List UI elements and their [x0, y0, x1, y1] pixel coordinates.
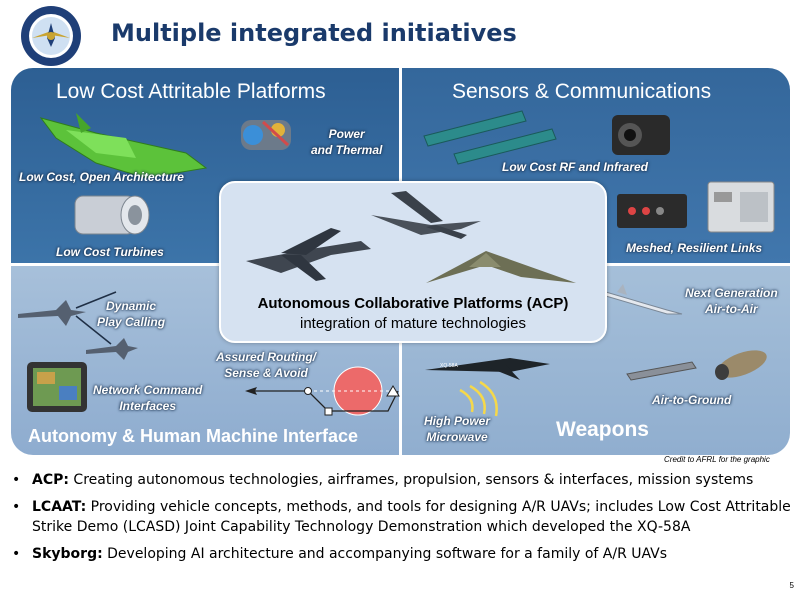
- radio-hardware-illustration: [617, 194, 687, 228]
- label-rf-infrared: Low Cost RF and Infrared: [502, 160, 649, 174]
- bullet-skyborg: • Skyborg: Developing AI architecture an…: [12, 544, 792, 564]
- air-to-ground-weapons-illustration: [626, 350, 767, 381]
- air-to-air-missile-illustration: [598, 284, 683, 315]
- link-module-illustration: [707, 181, 775, 233]
- play-calling-aircraft-illustration: [18, 291, 138, 360]
- acp-aircraft-illustration: [246, 191, 576, 283]
- label-open-architecture: Low Cost, Open Architecture: [19, 170, 184, 184]
- bullet-lcaat: • LCAAT: Providing vehicle concepts, met…: [12, 497, 792, 537]
- initiative-bullet-list: • ACP: Creating autonomous technologies,…: [12, 470, 792, 571]
- graphic-credit: Credit to AFRL for the graphic: [664, 455, 770, 464]
- acp-title: Autonomous Collaborative Platforms (ACP): [257, 295, 569, 312]
- hpm-aircraft-illustration: XQ-58A: [425, 358, 550, 417]
- mitchell-institute-logo: [20, 5, 82, 67]
- routing-diagram: [245, 366, 400, 416]
- bullet-marker: •: [12, 472, 21, 488]
- infrared-camera-illustration: [612, 115, 670, 155]
- page-title: Multiple integrated initiatives: [111, 19, 517, 47]
- page-number: 5: [789, 581, 794, 590]
- panel-heading-platforms: Low Cost Attritable Platforms: [56, 80, 326, 103]
- panel-footer-autonomy: Autonomy & Human Machine Interface: [28, 426, 359, 446]
- turbine-illustration: [74, 195, 150, 235]
- bullet-term: LCAAT:: [32, 499, 87, 515]
- rf-arrays-illustration: [423, 110, 557, 165]
- label-assured-routing: Assured Routing/Sense & Avoid: [216, 350, 317, 380]
- green-drone-illustration: [39, 113, 208, 179]
- label-resilient-links: Meshed, Resilient Links: [626, 241, 763, 255]
- bullet-term: ACP:: [32, 472, 69, 488]
- bullet-text: Creating autonomous technologies, airfra…: [68, 472, 754, 488]
- label-air-to-ground: Air-to-Ground: [652, 393, 732, 407]
- acp-subtitle: integration of mature technologies: [300, 315, 526, 332]
- xq-58a-tail-marking: XQ-58A: [440, 363, 458, 369]
- bullet-acp: • ACP: Creating autonomous technologies,…: [12, 470, 792, 490]
- acp-center-box: Autonomous Collaborative Platforms (ACP)…: [219, 181, 607, 343]
- bullet-text: Providing vehicle concepts, methods, and…: [32, 499, 791, 535]
- panel-footer-weapons: Weapons: [556, 418, 649, 441]
- power-thermal-engine-illustration: [241, 120, 291, 150]
- bullet-text: Developing AI architecture and accompany…: [102, 546, 668, 562]
- bullet-marker: •: [12, 546, 21, 562]
- tablet-interface-illustration: [27, 362, 87, 412]
- bullet-marker: •: [12, 499, 21, 515]
- panel-heading-sensors: Sensors & Communications: [452, 80, 712, 103]
- bullet-term: Skyborg:: [32, 546, 103, 562]
- label-turbines: Low Cost Turbines: [56, 245, 164, 259]
